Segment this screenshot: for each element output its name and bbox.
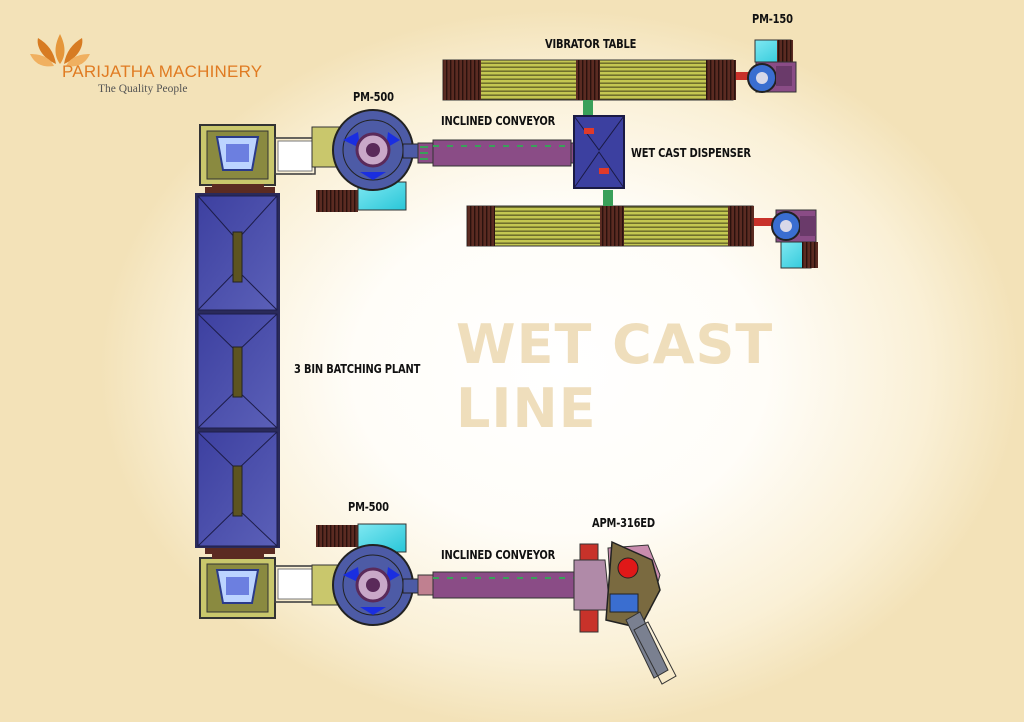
brand-name: PARIJATHA MACHINERY	[62, 62, 263, 81]
bin-2	[197, 313, 278, 429]
watermark-line-1: WET CAST	[456, 313, 774, 376]
machine-pm150-bottom	[754, 209, 818, 269]
mixer-pm500-top	[311, 109, 422, 212]
machine-pm150-top	[736, 39, 797, 93]
lotus-logo	[30, 34, 90, 67]
label-pm150: PM-150	[752, 11, 793, 26]
skip-hoist-bottom	[199, 552, 316, 619]
watermark-line-2: LINE	[456, 377, 597, 440]
batching-plant	[195, 187, 280, 554]
vibrator-table-bottom	[466, 190, 754, 247]
inclined-conveyor-bottom	[417, 571, 584, 599]
label-inclined-conveyor-top: INCLINED CONVEYOR	[441, 113, 556, 128]
brand-tagline: The Quality People	[98, 83, 188, 95]
bin-3	[197, 431, 278, 547]
label-pm500-bottom: PM-500	[348, 499, 389, 514]
label-apm-316ed: APM-316ED	[592, 515, 655, 530]
label-pm500-top: PM-500	[353, 89, 394, 104]
label-batching-plant: 3 BIN BATCHING PLANT	[294, 361, 421, 376]
inclined-conveyor-top	[417, 139, 577, 167]
mixer-pm500-bottom	[311, 523, 422, 626]
label-wet-cast-dispenser: WET CAST DISPENSER	[631, 145, 751, 160]
label-vibrator-table: VIBRATOR TABLE	[545, 36, 637, 51]
vibrator-table-top	[442, 59, 736, 118]
rails	[275, 137, 312, 603]
wet-cast-dispenser	[573, 115, 625, 189]
label-inclined-conveyor-bottom: INCLINED CONVEYOR	[441, 547, 556, 562]
skip-hoist-top	[199, 124, 316, 191]
machine-apm-316ed	[573, 540, 677, 685]
bin-1	[197, 195, 278, 311]
